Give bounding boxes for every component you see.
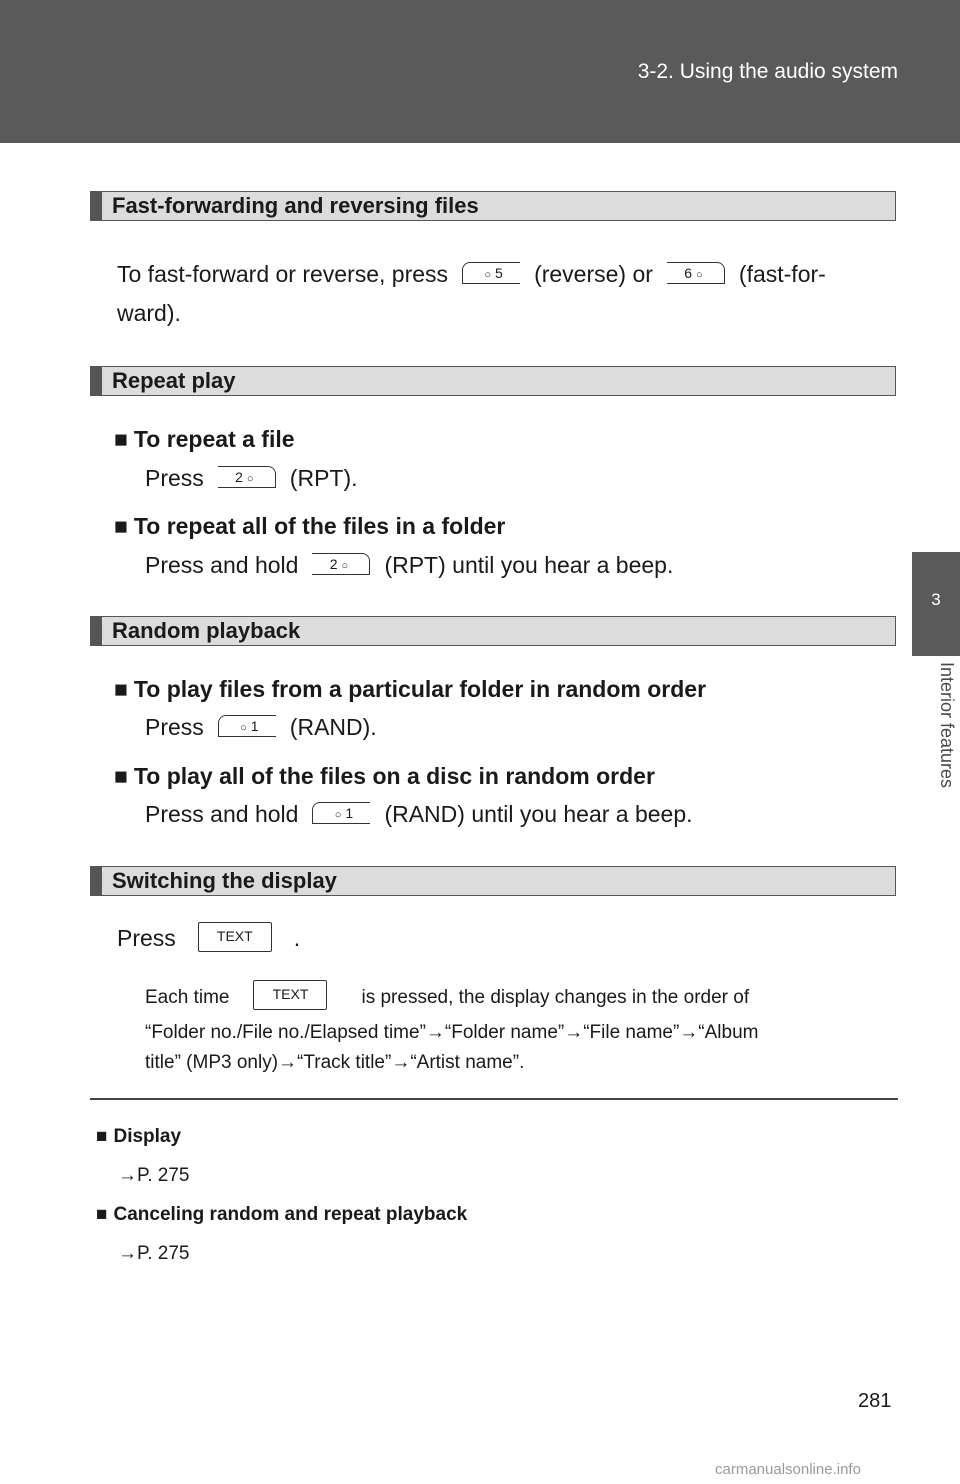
display-note-line3: title” (MP3 only)→“Track title”→“Artist … [145, 1052, 525, 1073]
text-fragment: (RAND). [289, 714, 377, 740]
heading-text: Canceling random and repeat playback [113, 1204, 468, 1225]
page-header: 3-2. Using the audio system [0, 0, 960, 143]
text-fragment: Press [117, 925, 176, 951]
display-note-line1: Each time TEXT is pressed, the display cha… [145, 979, 893, 1014]
random-folder-heading: ■To play files from a particular folder … [114, 676, 707, 702]
text-fragment: To fast-forward or reverse, press [117, 261, 449, 287]
button-label: 2 [329, 555, 338, 572]
display-instruction: Press TEXT. [117, 921, 301, 955]
repeat-folder-instruction: Press and hold 2○ (RPT) until you hear a b… [145, 550, 673, 580]
text-fragment: Press [145, 714, 204, 740]
button-5-icon: ○5 [462, 261, 521, 284]
repeat-folder-heading: ■To repeat all of the files in a folder [114, 513, 506, 539]
button-1-icon: ○1 [312, 801, 371, 824]
text-fragment: (fast-for- [738, 261, 826, 287]
text-fragment: . [293, 925, 301, 951]
button-2-icon: 2○ [312, 552, 371, 575]
text-fragment: (reverse) or [534, 261, 653, 287]
note-cancel-ref: →P. 275 [118, 1243, 190, 1264]
heading-text: To play all of the files on a disc in ra… [133, 763, 655, 789]
fast-forward-instruction-cont: ward). [117, 300, 181, 326]
page-number: 281 [858, 1390, 892, 1412]
text-fragment: (RAND) until you hear a beep. [384, 801, 693, 827]
section-divider [90, 1098, 898, 1100]
heading-text: Display [113, 1126, 182, 1147]
text-fragment: (RPT). [289, 465, 358, 491]
button-1-icon: ○1 [217, 714, 276, 737]
text-fragment: is pressed, the display changes in the o… [361, 987, 750, 1008]
button-label: 5 [494, 264, 503, 281]
note-cancel-heading: ■Canceling random and repeat playback [96, 1204, 468, 1225]
random-folder-instruction: Press ○1 (RAND). [145, 712, 377, 742]
chapter-tab: 3 [912, 552, 960, 656]
text-button-icon: TEXT [197, 921, 272, 952]
button-label: 1 [345, 804, 354, 821]
note-display-heading: ■Display [96, 1126, 182, 1147]
repeat-file-heading: ■To repeat a file [114, 426, 295, 452]
fast-forward-instruction: To fast-forward or reverse, press ○5 (reve… [117, 259, 826, 289]
text-fragment: Each time [145, 987, 230, 1008]
chapter-number: 3 [931, 590, 941, 609]
watermark: carmanualsonline.info [715, 1461, 861, 1478]
heading-text: To play files from a particular folder i… [133, 676, 707, 702]
note-display-ref: →P. 275 [118, 1165, 190, 1186]
heading-text: To repeat all of the files in a folder [133, 513, 506, 539]
heading-text: To repeat a file [133, 426, 295, 452]
text-fragment: (RPT) until you hear a beep. [384, 552, 674, 578]
text-fragment: Press and hold [145, 801, 299, 827]
display-note-line2: “Folder no./File no./Elapsed time”→“Fold… [145, 1022, 759, 1043]
button-label: 1 [250, 717, 259, 734]
button-2-icon: 2○ [217, 465, 276, 488]
text-fragment: Press [145, 465, 204, 491]
random-disc-instruction: Press and hold ○1 (RAND) until you hear a … [145, 799, 693, 829]
section-heading-random: Random playback [90, 616, 896, 646]
random-disc-heading: ■To play all of the files on a disc in r… [114, 763, 655, 789]
button-6-icon: 6○ [666, 261, 725, 284]
button-label: 2 [235, 468, 243, 485]
chapter-label: Interior features [937, 662, 957, 789]
section-heading-fast-forward: Fast-forwarding and reversing files [90, 191, 896, 221]
text-fragment: Press and hold [145, 552, 299, 578]
repeat-file-instruction: Press 2○ (RPT). [145, 463, 358, 493]
text-button-icon: TEXT [253, 979, 328, 1010]
section-heading-repeat: Repeat play [90, 366, 896, 396]
section-heading-display: Switching the display [90, 866, 896, 896]
header-section-title: 3-2. Using the audio system [637, 60, 898, 83]
button-label: 6 [684, 264, 692, 281]
